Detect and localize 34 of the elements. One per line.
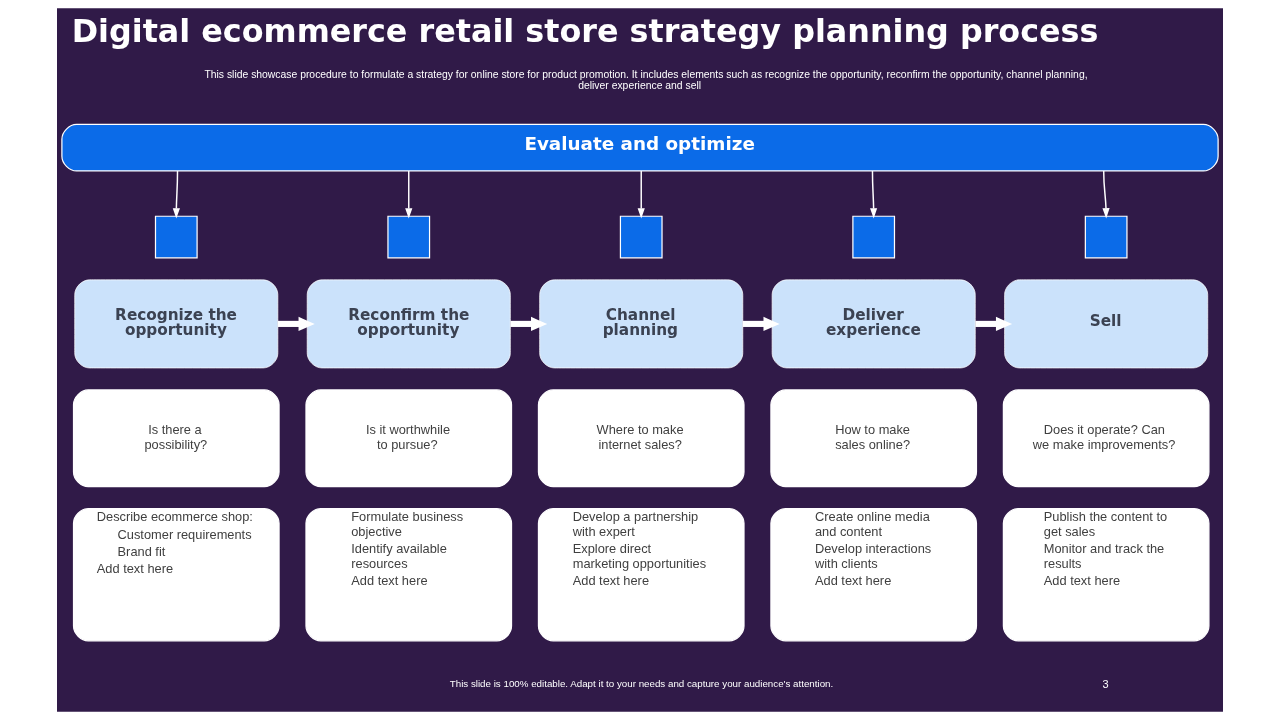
node-box: Does it operate? Can we make improvements? xyxy=(1002,389,1210,488)
node-box: Is it worthwhile to pursue? xyxy=(305,389,513,488)
node-box: Reconfirm the opportunity xyxy=(306,279,511,369)
arrow xyxy=(975,316,1013,331)
node-box xyxy=(154,215,198,259)
node-box xyxy=(619,215,663,259)
node-box: Channel planning xyxy=(539,279,744,369)
node-box: How to make sales online? xyxy=(770,389,978,488)
label: This slide is 100% editable. Adapt it to your needs and capture your audience's attention. xyxy=(449,678,834,690)
diagram-title: Digital ecommerce retail store strategy planning process xyxy=(71,12,1099,51)
node-box: Formulate business objective Identify available resources Add text here xyxy=(305,508,513,642)
arrow xyxy=(510,316,548,331)
node-box xyxy=(852,215,896,259)
arrow xyxy=(637,170,645,219)
arrow xyxy=(405,170,413,219)
node-box: Develop a partnership with expert Explore direct marketing opportunities Add text here xyxy=(537,508,745,642)
node-box: Describe ecommerce shop: Customer requirements Brand fit Add text here xyxy=(72,508,280,642)
node-box: Where to make internet sales? xyxy=(537,389,745,488)
arrow xyxy=(870,170,878,219)
node-box: Deliver experience xyxy=(771,279,976,369)
arrow xyxy=(278,316,315,331)
node-box: Evaluate and optimize xyxy=(61,123,1219,172)
arrow xyxy=(172,170,180,219)
node-box xyxy=(387,215,431,259)
node-box: Publish the content to get sales Monitor and track the results Add text here xyxy=(1002,508,1210,642)
label: This slide showcase procedure to formulate a strategy for online store for product promotion. It includes elements such as recognize the opportunity, reconfirm the opportunity, channel planning, deliver experience and sell xyxy=(204,68,1088,91)
node-box: Sell xyxy=(1004,279,1209,369)
node-box: Recognize the opportunity xyxy=(74,279,279,369)
arrow xyxy=(742,316,780,331)
node-box xyxy=(1084,215,1128,259)
node-box: Create online media and content Develop interactions with clients Add text here xyxy=(770,508,978,642)
node-box: Is there a possibility? xyxy=(72,389,280,488)
label: 3 xyxy=(1102,677,1109,690)
arrow xyxy=(1102,170,1110,219)
